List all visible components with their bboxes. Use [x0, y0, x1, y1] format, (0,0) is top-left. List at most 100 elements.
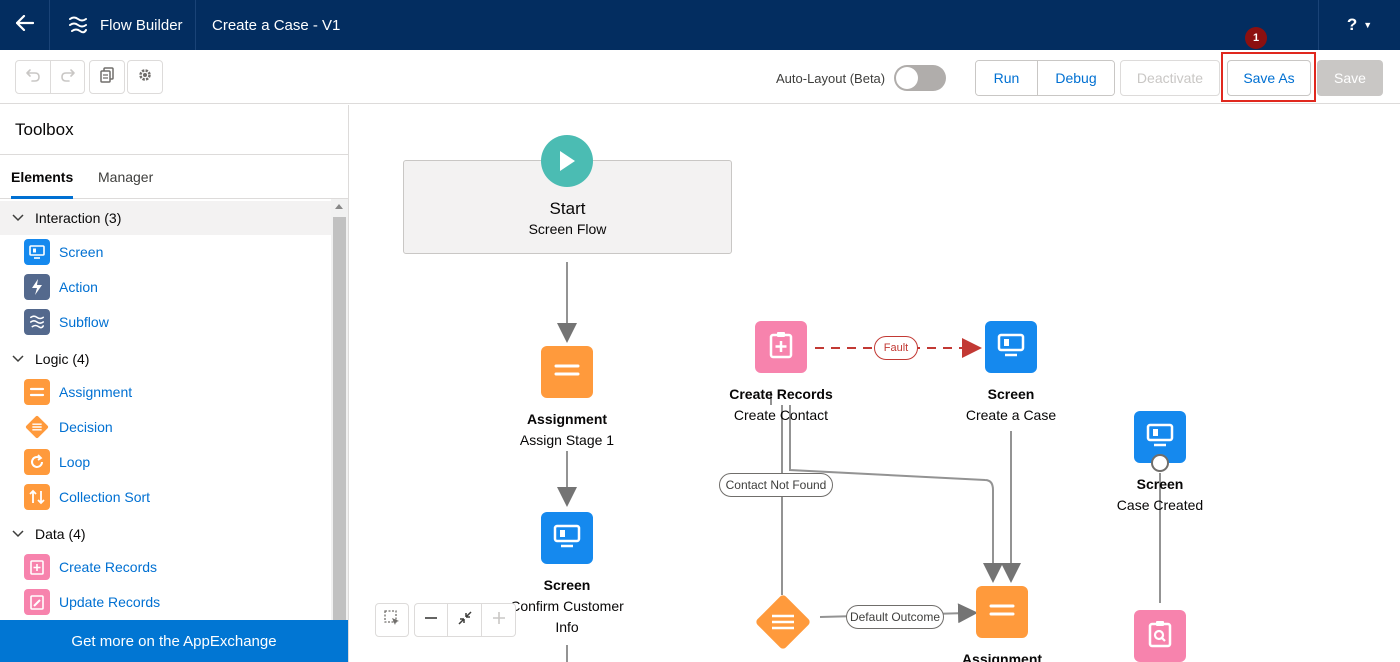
- debug-button[interactable]: Debug: [1037, 61, 1114, 95]
- category-data[interactable]: Data (4): [0, 517, 331, 551]
- record-lookup-icon: [1148, 620, 1172, 653]
- element-decision[interactable]: Decision: [24, 413, 113, 441]
- element-create-records[interactable]: Create Records: [24, 553, 157, 581]
- scrollbar-thumb[interactable]: [333, 217, 346, 620]
- category-label: Data (4): [35, 526, 86, 542]
- help-icon: ?: [1346, 15, 1358, 34]
- element-action[interactable]: Action: [24, 273, 98, 301]
- app-name: Flow Builder: [50, 0, 196, 50]
- node-type: Screen: [1136, 476, 1184, 492]
- assignment-node-2[interactable]: [976, 586, 1028, 638]
- toolbar: Auto-Layout (Beta) Run Debug Deactivate …: [0, 50, 1400, 104]
- node-type: Assignment: [961, 651, 1043, 662]
- flow-canvas[interactable]: Start Screen Flow Assignment Assign Stag…: [350, 105, 1400, 662]
- auto-layout-toggle[interactable]: [894, 65, 946, 91]
- screen-icon: [553, 524, 581, 553]
- zoom-out-button[interactable]: [414, 603, 448, 637]
- copy-icon: [99, 66, 115, 88]
- category-logic[interactable]: Logic (4): [0, 342, 331, 376]
- copy-button[interactable]: [89, 60, 125, 94]
- screen-case-created-label: Screen Case Created: [1090, 474, 1230, 516]
- run-button[interactable]: Run: [976, 61, 1037, 95]
- node-name: Create Contact: [733, 407, 829, 423]
- node-name: Create a Case: [965, 407, 1057, 423]
- screen-confirm-label: Screen Confirm Customer Info: [497, 575, 637, 638]
- category-interaction[interactable]: Interaction (3): [0, 201, 331, 235]
- record-create-icon: [769, 331, 793, 364]
- element-subflow[interactable]: Subflow: [24, 308, 109, 336]
- chevron-down-icon: [12, 214, 26, 222]
- arrow-left-icon: [15, 14, 34, 36]
- element-label: Screen: [59, 244, 104, 260]
- deactivate-button[interactable]: Deactivate: [1120, 60, 1220, 96]
- redo-icon: [60, 67, 76, 88]
- run-debug-group: Run Debug: [975, 60, 1115, 96]
- chevron-down-icon: [12, 355, 26, 363]
- toolbox-scrollbar[interactable]: [331, 199, 348, 620]
- default-outcome-connector-label[interactable]: Default Outcome: [846, 605, 944, 629]
- fault-connector-label[interactable]: Fault: [874, 336, 918, 360]
- scroll-up-arrow-icon[interactable]: [335, 204, 343, 209]
- screen-node-confirm[interactable]: [541, 512, 593, 564]
- start-play-icon[interactable]: [541, 135, 593, 187]
- element-collection-sort[interactable]: Collection Sort: [24, 483, 150, 511]
- end-connector-circle[interactable]: [1151, 454, 1169, 472]
- category-label: Interaction (3): [35, 210, 122, 226]
- chevron-down-icon: ▼: [1363, 20, 1373, 30]
- flow-icon: [24, 309, 50, 335]
- contract-icon: [457, 610, 472, 630]
- tab-manager[interactable]: Manager: [98, 168, 154, 185]
- contact-not-found-connector-label[interactable]: Contact Not Found: [719, 473, 833, 497]
- update-records-node[interactable]: [1134, 610, 1186, 662]
- undo-button[interactable]: [16, 61, 50, 93]
- element-update-records[interactable]: Update Records: [24, 588, 160, 616]
- save-as-button[interactable]: Save As: [1227, 60, 1311, 96]
- redo-button[interactable]: [50, 61, 84, 93]
- create-records-node[interactable]: [755, 321, 807, 373]
- auto-layout-label: Auto-Layout (Beta): [776, 71, 886, 86]
- element-screen[interactable]: Screen: [24, 238, 103, 266]
- decision-node[interactable]: [753, 592, 813, 652]
- save-button[interactable]: Save: [1317, 60, 1383, 96]
- node-type: Screen: [987, 386, 1035, 402]
- gear-icon: [137, 67, 153, 88]
- element-loop[interactable]: Loop: [24, 448, 90, 476]
- category-label: Logic (4): [35, 351, 90, 367]
- screen-node-create-case[interactable]: [985, 321, 1037, 373]
- record-update-icon: [24, 589, 50, 615]
- element-assignment[interactable]: Assignment: [24, 378, 132, 406]
- back-button[interactable]: [0, 0, 50, 50]
- screen-create-case-label: Screen Create a Case: [941, 384, 1081, 426]
- assignment-icon: [553, 361, 581, 384]
- screen-icon: [1146, 423, 1174, 452]
- assignment-node[interactable]: [541, 346, 593, 398]
- zoom-controls: [375, 603, 516, 637]
- node-name: Assign Stage 1: [519, 432, 615, 448]
- toolbox-tabs: Elements Manager: [0, 155, 348, 199]
- chevron-down-icon: [12, 530, 26, 538]
- assignment-2-label: Assignment: [932, 649, 1072, 662]
- undo-icon: [25, 67, 41, 88]
- create-records-label: Create Records Create Contact: [711, 384, 851, 426]
- tab-elements[interactable]: Elements: [11, 155, 74, 199]
- node-type: Assignment: [526, 411, 608, 427]
- assignment-node-label: Assignment Assign Stage 1: [497, 409, 637, 451]
- decision-icon: [24, 414, 50, 440]
- flow-logo-icon: [68, 16, 88, 34]
- screen-icon: [24, 239, 50, 265]
- decision-icon: [756, 595, 810, 649]
- fit-to-view-button[interactable]: [448, 603, 482, 637]
- start-subtitle: Screen Flow: [528, 221, 607, 237]
- start-node-label: Start Screen Flow: [404, 198, 731, 240]
- marquee-select-button[interactable]: [375, 603, 409, 637]
- appexchange-link[interactable]: Get more on the AppExchange: [0, 620, 348, 662]
- node-type: Screen: [543, 577, 591, 593]
- record-create-icon: [24, 554, 50, 580]
- element-label: Collection Sort: [59, 489, 151, 505]
- node-name-line2: Info: [555, 619, 579, 635]
- loop-icon: [24, 449, 50, 475]
- toolbox-panel: Toolbox Elements Manager Interaction (3)…: [0, 105, 349, 662]
- help-menu-button[interactable]: ? ▼: [1318, 0, 1400, 50]
- settings-button[interactable]: [127, 60, 163, 94]
- zoom-in-button[interactable]: [482, 603, 516, 637]
